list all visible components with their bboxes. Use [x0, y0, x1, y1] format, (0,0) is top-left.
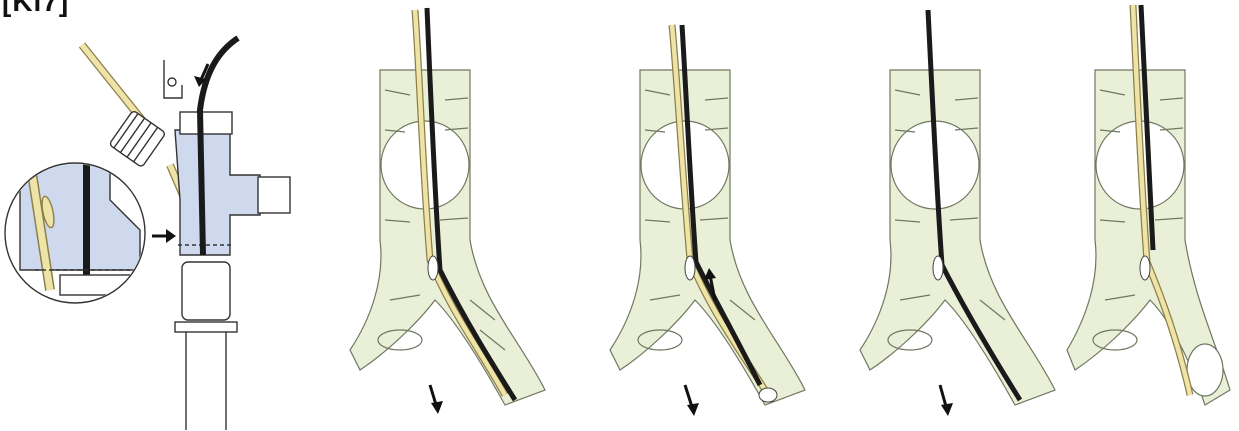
catheter-adapter-detail-panel [0, 0, 310, 431]
step-4-tube-over-guide-panel [1055, 0, 1239, 431]
step-2-exchange-panel [590, 0, 820, 431]
step-3-guide-only-panel [840, 0, 1070, 431]
step-1-insertion-panel [330, 0, 560, 431]
